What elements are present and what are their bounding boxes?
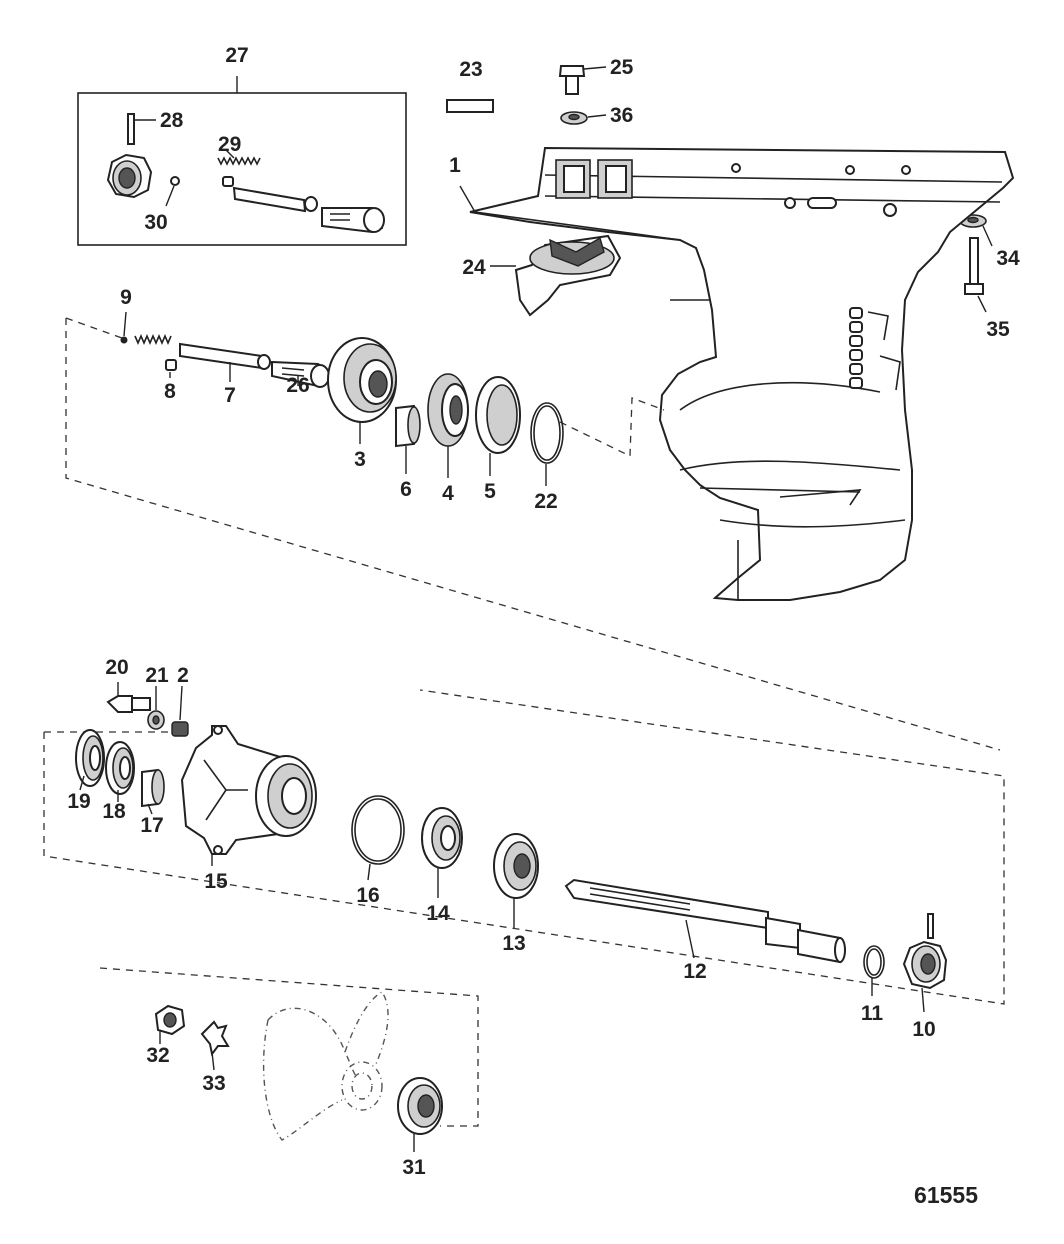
- callout-20: 20: [105, 656, 128, 679]
- part-10-clutch: [902, 913, 948, 990]
- inset-box: [77, 92, 407, 246]
- inset-clutch: [106, 153, 153, 199]
- part-22-shim: [530, 402, 564, 464]
- part-36-washer: [560, 111, 607, 125]
- callout-1: 1: [449, 154, 461, 177]
- callout-13: 13: [502, 932, 525, 955]
- part-16-o-ring: [351, 795, 405, 865]
- part-35-bolt: [964, 237, 987, 313]
- callout-7: 7: [224, 384, 236, 407]
- callout-29: 29: [218, 133, 241, 156]
- callout-6: 6: [400, 478, 412, 501]
- part-13-reverse-gear: [493, 833, 539, 899]
- inset-spring: [217, 149, 261, 166]
- part-25-screw: [558, 65, 607, 95]
- figure-number: 61555: [914, 1182, 978, 1208]
- callout-19: 19: [67, 790, 90, 813]
- propeller-outline: [262, 991, 389, 1141]
- callout-24: 24: [462, 256, 486, 279]
- inset-shift-shaft: [232, 186, 318, 213]
- part-26-shift-cam: [271, 360, 330, 388]
- part-9-ball: [120, 336, 128, 344]
- part-spring: [134, 333, 172, 346]
- part-24-trim-tab: [490, 234, 622, 317]
- callout-30: 30: [144, 211, 167, 234]
- callout-10: 10: [912, 1018, 935, 1041]
- part-6-needle-bearing: [395, 404, 421, 448]
- part-17-needle-bearing: [141, 768, 165, 808]
- callout-35: 35: [986, 318, 1010, 341]
- callout-9: 9: [120, 286, 132, 309]
- part-15-bearing-carrier: [180, 725, 317, 855]
- callout-18: 18: [102, 800, 126, 823]
- callout-12: 12: [683, 960, 706, 983]
- callout-28: 28: [160, 109, 184, 132]
- callout-26: 26: [286, 374, 309, 397]
- part-7-shift-shaft: [179, 342, 271, 370]
- part-20-screw: [106, 695, 151, 713]
- part-23-decal: [446, 99, 494, 113]
- callout-11: 11: [861, 1002, 884, 1025]
- callout-22: 22: [534, 490, 557, 513]
- callout-2: 2: [177, 664, 189, 687]
- part-19-seal: [75, 729, 105, 787]
- part-3-bearing-carrier: [327, 337, 397, 423]
- part-8-cam-follower: [165, 359, 177, 371]
- inset-cam-follower: [222, 176, 234, 187]
- callout-8: 8: [164, 380, 176, 403]
- callout-17: 17: [140, 814, 163, 837]
- callout-16: 16: [356, 884, 379, 907]
- part-33-tab-washer: [200, 1020, 230, 1057]
- part-5-bearing-race: [475, 376, 521, 454]
- gearcase-housing: [459, 146, 1015, 601]
- part-32-nut: [154, 1004, 186, 1036]
- callout-31: 31: [402, 1156, 426, 1179]
- part-14-ball-bearing: [421, 807, 463, 869]
- callout-15: 15: [204, 870, 228, 893]
- callout-32: 32: [146, 1044, 169, 1067]
- part-2-spring: [171, 721, 189, 737]
- callout-36: 36: [610, 104, 633, 127]
- leader-lines: [79, 311, 925, 1152]
- callout-25: 25: [610, 56, 634, 79]
- part-4-tapered-bearing: [427, 373, 469, 447]
- part-11-ring: [863, 945, 885, 979]
- callout-3: 3: [354, 448, 366, 471]
- callout-33: 33: [202, 1072, 225, 1095]
- callout-4: 4: [442, 482, 454, 505]
- callout-27: 27: [225, 44, 248, 67]
- inset-shift-cam: [321, 207, 385, 234]
- part-31-thrust-hub: [397, 1077, 443, 1135]
- water-intake-slots: [849, 307, 901, 391]
- part-18-seal: [105, 741, 135, 795]
- inset-shift-pin: [127, 113, 156, 145]
- callout-labels: 27 28 29 30 23 25 36 1 24 34 35 9 8 7 26…: [67, 44, 1020, 1179]
- callout-14: 14: [426, 902, 450, 925]
- part-21-washer: [147, 710, 165, 730]
- callout-5: 5: [484, 480, 496, 503]
- callout-23: 23: [459, 58, 482, 81]
- callout-21: 21: [145, 664, 169, 687]
- inset-detent-ball: [165, 176, 180, 207]
- callout-34: 34: [996, 247, 1020, 270]
- part-12-propeller-shaft: [564, 878, 846, 964]
